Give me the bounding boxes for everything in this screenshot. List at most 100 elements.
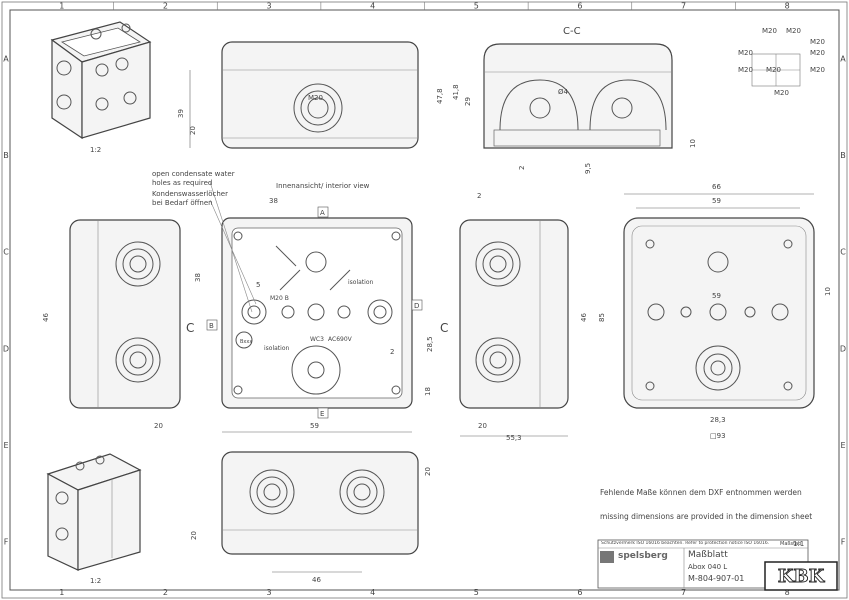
marker-b: B xyxy=(209,322,214,330)
grid-col-label-6: 6 xyxy=(577,588,582,597)
grid-row-label-E: E xyxy=(3,441,8,450)
m20-legend-7: M20 xyxy=(774,89,789,97)
dim-59-interior: 59 xyxy=(310,422,319,430)
grid-row-label-A: A xyxy=(3,54,9,63)
section-cut-left: C xyxy=(186,321,194,335)
scale-value: 1:1 xyxy=(793,540,805,548)
grid-col-label-8: 8 xyxy=(785,588,790,597)
dim-d4: Ø4 xyxy=(558,88,569,96)
m20-inner-label: M20 B xyxy=(270,295,289,302)
isolation-label-1: isolation xyxy=(348,279,373,286)
grid-col-label-8: 8 xyxy=(785,2,790,11)
dim-85: 85 xyxy=(598,313,606,322)
iso-scale-top: 1:2 xyxy=(90,146,101,154)
grid-col-label-2: 2 xyxy=(163,2,168,11)
sheet-title: Maßblatt xyxy=(688,550,728,560)
section-cut-right: C xyxy=(440,321,448,335)
grid-row-label-A: A xyxy=(840,54,846,63)
grid-row-label-B: B xyxy=(3,151,9,160)
note-dxf-de: Fehlende Maße können dem DXF entnommen w… xyxy=(600,488,802,497)
grid-row-ticks: A A B B C C D D E E F F xyxy=(3,54,846,546)
dim-20-left: 20 xyxy=(154,422,163,430)
dim-20-right: 20 xyxy=(478,422,487,430)
grid-col-label-3: 3 xyxy=(267,588,272,597)
grid-col-label-5: 5 xyxy=(474,588,479,597)
isolation-label-2: isolation xyxy=(264,345,289,352)
grid-row-label-F: F xyxy=(4,538,9,547)
marker-a: A xyxy=(320,209,325,217)
isometric-view-top xyxy=(50,21,152,140)
grid-col-label-7: 7 xyxy=(681,588,686,597)
dim-29: 29 xyxy=(464,97,472,106)
dim-55-3: 55,3 xyxy=(506,434,522,442)
m20-legend-5: M20 xyxy=(738,66,753,74)
grid-row-label-D: D xyxy=(3,344,9,353)
grid-col-label-7: 7 xyxy=(681,2,686,11)
dim-38-side: 38 xyxy=(194,273,202,282)
dim-2-right: 2 xyxy=(477,192,481,200)
section-view-cc xyxy=(483,43,673,149)
grid-row-label-F: F xyxy=(841,538,846,547)
wc3-label: WC3 xyxy=(310,336,324,343)
marker-d: D xyxy=(414,302,419,310)
dim-59-bottom-inner: 59 xyxy=(712,292,721,300)
m20-legend-2: M20 xyxy=(738,49,753,57)
pos-b-label: Bxxx xyxy=(240,339,252,345)
note-condensate-en: open condensate water holes as required xyxy=(152,170,235,187)
grid-col-label-6: 6 xyxy=(577,2,582,11)
m20-legend-0: M20 xyxy=(762,27,777,35)
m20-legend-3: M20 xyxy=(810,49,825,57)
grid-col-label-3: 3 xyxy=(267,2,272,11)
dim-46-right: 46 xyxy=(580,313,588,322)
dim-93: □93 xyxy=(710,432,726,440)
scale-label: Maßstab xyxy=(780,541,802,547)
isometric-view-bottom xyxy=(46,453,142,571)
grid-row-label-C: C xyxy=(3,248,9,257)
drawing-number: M-804-907-01 xyxy=(688,574,745,583)
dim-2-interior: 2 xyxy=(390,348,394,356)
dim-66: 66 xyxy=(712,183,721,191)
m20-legend-1: M20 xyxy=(786,27,801,35)
brand-logo: spelsberg xyxy=(618,551,668,561)
ac690v-label: AC690V xyxy=(328,336,353,343)
left-side-view xyxy=(69,219,181,409)
dim-18: 18 xyxy=(424,387,432,396)
grid-col-label-5: 5 xyxy=(474,2,479,11)
dim-47-8: 47,8 xyxy=(436,88,444,104)
grid-col-label-1: 1 xyxy=(59,2,64,11)
dim-20-top: 20 xyxy=(189,126,197,135)
iso-scale-bottom: 1:2 xyxy=(90,577,101,585)
note-condensate-de: Kondenswasserlöcher bei Bedarf öffnen xyxy=(152,190,228,207)
dim-46-bottom: 46 xyxy=(312,576,321,584)
dim-20-bottom: 20 xyxy=(424,467,432,476)
m20-legend-6: M20 xyxy=(810,66,825,74)
grid-col-label-4: 4 xyxy=(370,588,375,597)
interior-label: Innenansicht/ interior view xyxy=(276,182,370,190)
right-side-view xyxy=(459,219,569,409)
dim-2-section: 2 xyxy=(518,166,526,170)
bottom-view xyxy=(623,217,815,409)
grid-col-label-4: 4 xyxy=(370,2,375,11)
dim-10: 10 xyxy=(689,139,697,148)
front-view-bottom xyxy=(221,451,419,555)
interior-view xyxy=(221,217,413,409)
grid-row-label-E: E xyxy=(840,441,845,450)
watermark-box xyxy=(764,561,838,591)
dim-5: 5 xyxy=(256,281,260,289)
dim-41-8: 41,8 xyxy=(452,84,460,100)
m20-legend-4: M20 xyxy=(766,66,781,74)
protection-notice: Schutzvermerk ISO 16016 beachten. Refer … xyxy=(601,541,770,546)
dim-10-bottom: 10 xyxy=(824,287,832,296)
watermark-logo: KBK xyxy=(778,566,826,587)
dim-39: 39 xyxy=(177,109,185,118)
dim-28-3: 28,3 xyxy=(710,416,726,424)
m20-label-top: M20 xyxy=(308,94,323,102)
dim-38-interior: 38 xyxy=(269,197,278,205)
dim-9-5: 9,5 xyxy=(584,163,592,174)
dim-59-bottom: 59 xyxy=(712,197,721,205)
dim-46-left: 46 xyxy=(42,313,50,322)
section-label: C-C xyxy=(563,26,581,37)
grid-row-label-D: D xyxy=(840,344,846,353)
